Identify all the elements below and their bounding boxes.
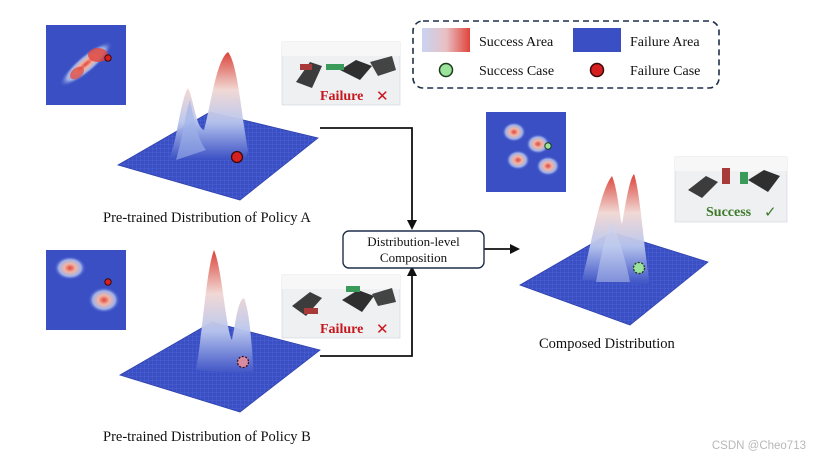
policy-a-robot-photo: Failure ✕ xyxy=(281,41,401,106)
arrow-policy-b xyxy=(320,274,413,357)
composition-label-line2: Composition xyxy=(380,250,448,265)
composed-success-point xyxy=(544,142,552,150)
success-area-label: Success Area xyxy=(479,35,554,50)
policy-b-failure-text: Failure xyxy=(320,322,363,337)
composed-heatmap xyxy=(486,112,566,192)
policy-a-cross-icon: ✕ xyxy=(376,88,389,105)
arrow-policy-a xyxy=(320,127,413,222)
legend: Success Area Failure Area Success Case F… xyxy=(412,20,720,89)
policy-b-failure-case xyxy=(236,355,250,369)
failure-area-label: Failure Area xyxy=(630,35,700,50)
policy-b-robot-photo: Failure ✕ xyxy=(281,274,401,339)
success-case-label: Success Case xyxy=(479,64,554,79)
composed-robot-photo: Success ✓ xyxy=(674,156,788,223)
policy-b-cross-icon: ✕ xyxy=(376,321,389,338)
policy-a-surface xyxy=(116,52,319,201)
composed-success-case xyxy=(632,261,646,275)
composition-box: Distribution-level Composition xyxy=(342,230,485,269)
policy-a-failure-point xyxy=(104,54,112,62)
failure-case-marker xyxy=(589,62,605,78)
policy-a-failure-text: Failure xyxy=(320,89,363,104)
composed-success-text: Success xyxy=(706,205,752,220)
success-case-marker xyxy=(438,62,454,78)
composed-label: Composed Distribution xyxy=(539,336,675,352)
policy-b-surface xyxy=(119,250,321,413)
policy-a-label: Pre-trained Distribution of Policy A xyxy=(103,210,311,226)
watermark: CSDN @Cheo713 xyxy=(712,440,806,452)
composition-label-line1: Distribution-level xyxy=(367,234,460,249)
policy-a-failure-case xyxy=(230,150,244,164)
legend-box xyxy=(412,20,720,89)
policy-b-heatmap xyxy=(46,250,126,330)
composed-check-icon: ✓ xyxy=(764,204,777,221)
connector-arrows xyxy=(320,127,520,357)
failure-case-label: Failure Case xyxy=(630,64,700,79)
policy-a-heatmap xyxy=(46,25,126,105)
success-area-swatch xyxy=(422,28,470,52)
policy-b-failure-point xyxy=(104,278,112,286)
composed-surface xyxy=(519,174,709,326)
failure-area-swatch xyxy=(573,28,621,52)
policy-b-label: Pre-trained Distribution of Policy B xyxy=(103,429,311,445)
